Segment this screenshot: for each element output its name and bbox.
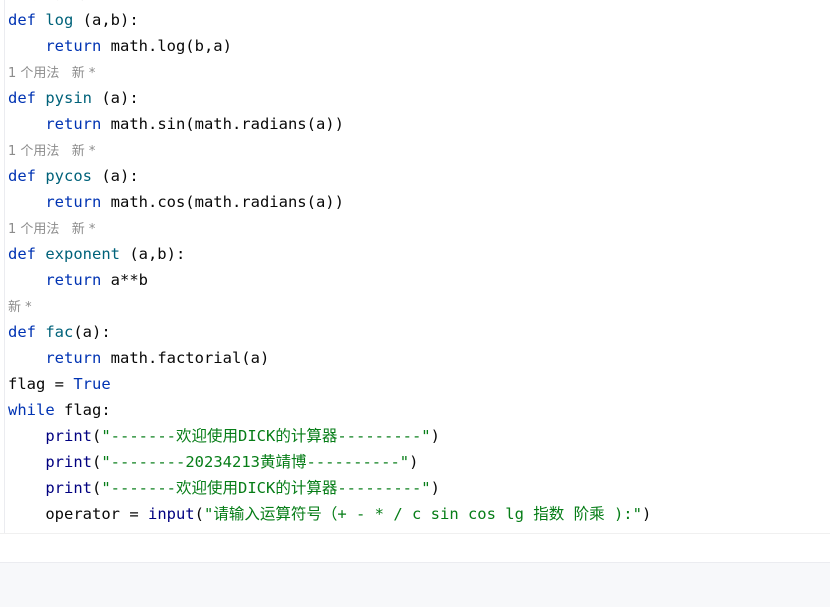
code-token: exponent: [45, 245, 120, 263]
code-token: while: [8, 401, 64, 419]
code-line[interactable]: print("-------欢迎使用DICK的计算器---------"): [8, 475, 651, 501]
code-token: a**b: [110, 271, 148, 289]
code-token: ): [641, 505, 652, 523]
code-token: ): [430, 479, 440, 497]
code-token: (a,b):: [119, 245, 186, 263]
code-token: (: [92, 453, 102, 471]
usage-hint[interactable]: 1 个用法 新 *: [8, 59, 651, 85]
usage-hint-text[interactable]: 1 个用法 新 *: [8, 222, 96, 237]
code-token: True: [73, 375, 111, 393]
code-token: (: [92, 479, 102, 497]
code-token: ): [409, 453, 419, 471]
code-token: def: [8, 323, 46, 341]
code-token: [8, 479, 45, 497]
usage-hint[interactable]: 1 个用法 新 *: [8, 137, 651, 163]
code-token: input: [147, 505, 195, 523]
code-line[interactable]: i: [8, 527, 651, 533]
code-token: return: [45, 271, 111, 289]
code-line[interactable]: flag = True: [8, 371, 651, 397]
code-token: ): [430, 427, 440, 445]
code-token: return: [45, 193, 111, 211]
usage-hint-text[interactable]: 新 *: [8, 300, 32, 315]
code-token: [8, 427, 45, 445]
code-line[interactable]: def pycos (a):: [8, 163, 651, 189]
code-token: (a):: [92, 89, 139, 107]
code-line[interactable]: print("--------20234213黄靖博----------"): [8, 449, 651, 475]
code-token: "-------欢迎使用DICK的计算器---------": [101, 427, 431, 445]
code-token: print: [45, 453, 92, 471]
code-token: def: [8, 89, 46, 107]
code-token: print: [45, 479, 92, 497]
usage-hint-text[interactable]: 1 个用法 新 *: [8, 66, 96, 81]
code-token: pycos: [45, 167, 92, 185]
usage-hint[interactable]: 1 个用法 新 *: [8, 215, 651, 241]
code-token: math.log(b,a): [110, 37, 232, 55]
code-line[interactable]: def log (a,b):: [8, 7, 651, 33]
code-line[interactable]: return math.sin(math.radians(a)): [8, 111, 651, 137]
code-token: print: [45, 427, 92, 445]
code-token: return: [45, 349, 111, 367]
code-line[interactable]: return math.cos(math.radians(a)): [8, 189, 651, 215]
code-line[interactable]: operator = input("请输入运算符号（+ - * / c sin …: [8, 501, 651, 527]
code-token: log: [45, 11, 74, 29]
usage-hint-text[interactable]: 1 个用法 新 *: [8, 144, 96, 159]
code-editor[interactable]: 1 个用法 新 * def log (a,b): return math.log(…: [0, 0, 830, 533]
code-line[interactable]: print("-------欢迎使用DICK的计算器---------"): [8, 423, 651, 449]
code-token: "请输入运算符号（+ - * / c sin cos lg 指数 阶乘 ):": [204, 505, 642, 523]
code-token: (a):: [92, 167, 139, 185]
code-line[interactable]: return a**b: [8, 267, 651, 293]
bottom-panel: [0, 562, 830, 607]
code-line[interactable]: def pysin (a):: [8, 85, 651, 111]
code-token: pysin: [45, 89, 92, 107]
code-token: [8, 349, 45, 367]
code-token: def: [8, 245, 46, 263]
code-token: return: [45, 115, 111, 133]
code-token: [8, 37, 45, 55]
code-token: [8, 453, 45, 471]
code-lines: 1 个用法 新 * def log (a,b): return math.log(…: [8, 0, 651, 533]
code-token: i: [8, 531, 54, 533]
code-token: [8, 115, 45, 133]
code-token: (: [194, 505, 204, 523]
code-token: flag =: [8, 375, 74, 393]
code-token: math.cos(math.radians(a)): [110, 193, 344, 211]
code-token: flag:: [64, 401, 111, 419]
code-line[interactable]: return math.log(b,a): [8, 33, 651, 59]
usage-hint[interactable]: 新 *: [8, 293, 651, 319]
code-token: "--------20234213黄靖博----------": [101, 453, 410, 471]
code-token: return: [45, 37, 111, 55]
code-token: math.factorial(a): [110, 349, 270, 367]
code-token: (a):: [73, 323, 111, 341]
code-token: [8, 271, 45, 289]
code-token: operator =: [8, 505, 148, 523]
code-token: math.sin(math.radians(a)): [110, 115, 344, 133]
usage-hint-text[interactable]: 1 个用法 新 *: [8, 0, 95, 3]
usage-hint[interactable]: 1 个用法 新 *: [8, 0, 651, 7]
editor-bottom-space: [0, 533, 830, 563]
code-token: fac: [45, 323, 74, 341]
code-line[interactable]: return math.factorial(a): [8, 345, 651, 371]
code-token: [8, 193, 45, 211]
code-token: (: [92, 427, 102, 445]
code-token: (a,b):: [73, 11, 139, 29]
gutter-divider: [4, 0, 5, 533]
code-line[interactable]: def fac(a):: [8, 319, 651, 345]
code-token: "-------欢迎使用DICK的计算器---------": [101, 479, 431, 497]
code-token: def: [8, 11, 46, 29]
code-token: def: [8, 167, 46, 185]
code-line[interactable]: def exponent (a,b):: [8, 241, 651, 267]
code-line[interactable]: while flag:: [8, 397, 651, 423]
